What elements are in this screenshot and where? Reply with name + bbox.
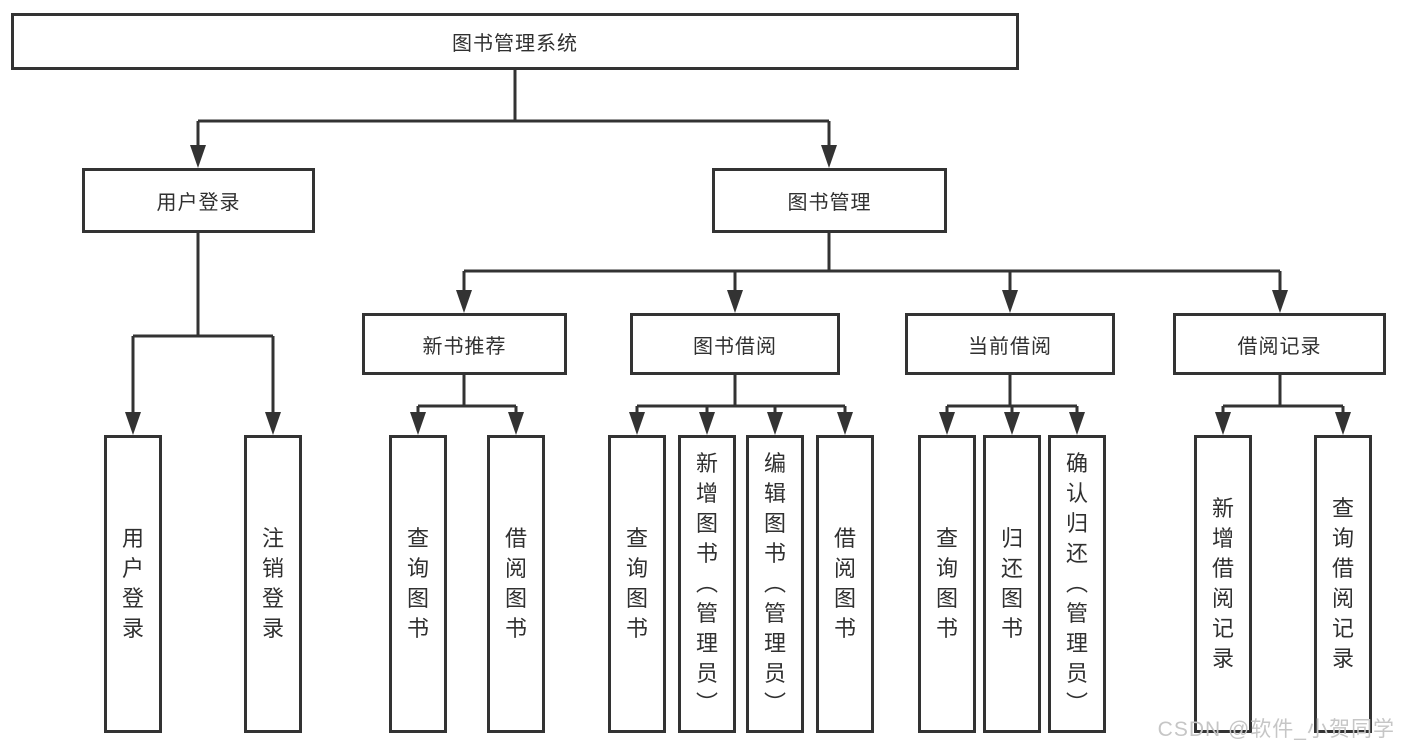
node-label: 编辑图书︵管理员︶ [763, 451, 786, 716]
node-label: 查询图书 [406, 526, 429, 641]
leaf-query-books-borrowing: 查询图书 [608, 435, 666, 733]
node-label: 新增图书︵管理员︶ [695, 451, 718, 716]
csdn-watermark: CSDN @软件_小贺同学 [1157, 718, 1395, 741]
node-label: 图书借阅 [693, 335, 777, 358]
node-borrow-records: 借阅记录 [1173, 313, 1386, 375]
node-book-management: 图书管理 [712, 168, 947, 233]
node-label: 注销登录 [261, 526, 284, 641]
node-label: 确认归还︵管理员︶ [1065, 451, 1088, 716]
node-label: 新书推荐 [422, 335, 507, 358]
leaf-edit-book-admin: 编辑图书︵管理员︶ [746, 435, 804, 733]
leaf-query-books-recommend: 查询图书 [389, 435, 447, 733]
leaf-query-books-current: 查询图书 [918, 435, 976, 733]
leaf-add-book-admin: 新增图书︵管理员︶ [678, 435, 736, 733]
node-user-login: 用户登录 [82, 168, 315, 233]
node-library-system: 图书管理系统 [11, 13, 1019, 70]
node-label: 新增借阅记录 [1211, 496, 1234, 671]
leaf-borrow-books-borrowing: 借阅图书 [816, 435, 874, 733]
node-label: 查询图书 [625, 526, 648, 641]
leaf-confirm-return-admin: 确认归还︵管理员︶ [1048, 435, 1106, 733]
node-label: 查询图书 [935, 526, 958, 641]
node-current-borrowing: 当前借阅 [905, 313, 1115, 375]
leaf-query-borrow-record: 查询借阅记录 [1314, 435, 1372, 733]
node-label: 当前借阅 [968, 335, 1052, 358]
leaf-return-book: 归还图书 [983, 435, 1041, 733]
node-label: 用户登录 [156, 192, 241, 214]
leaf-add-borrow-record: 新增借阅记录 [1194, 435, 1252, 733]
node-label: 归还图书 [1000, 526, 1023, 641]
node-label: 用户登录 [121, 526, 144, 641]
node-book-borrowing: 图书借阅 [630, 313, 840, 375]
leaf-borrow-books-recommend: 借阅图书 [487, 435, 545, 733]
node-label: 借阅图书 [504, 526, 527, 641]
node-label: 查询借阅记录 [1331, 496, 1354, 671]
node-label: 借阅图书 [833, 526, 856, 641]
node-new-book-recommend: 新书推荐 [362, 313, 567, 375]
leaf-logout: 注销登录 [244, 435, 302, 733]
node-label: 借阅记录 [1237, 335, 1322, 358]
arrowheads [125, 145, 1351, 435]
node-label: 图书管理 [787, 192, 872, 214]
leaf-user-login: 用户登录 [104, 435, 162, 733]
node-label: 图书管理系统 [452, 33, 578, 55]
